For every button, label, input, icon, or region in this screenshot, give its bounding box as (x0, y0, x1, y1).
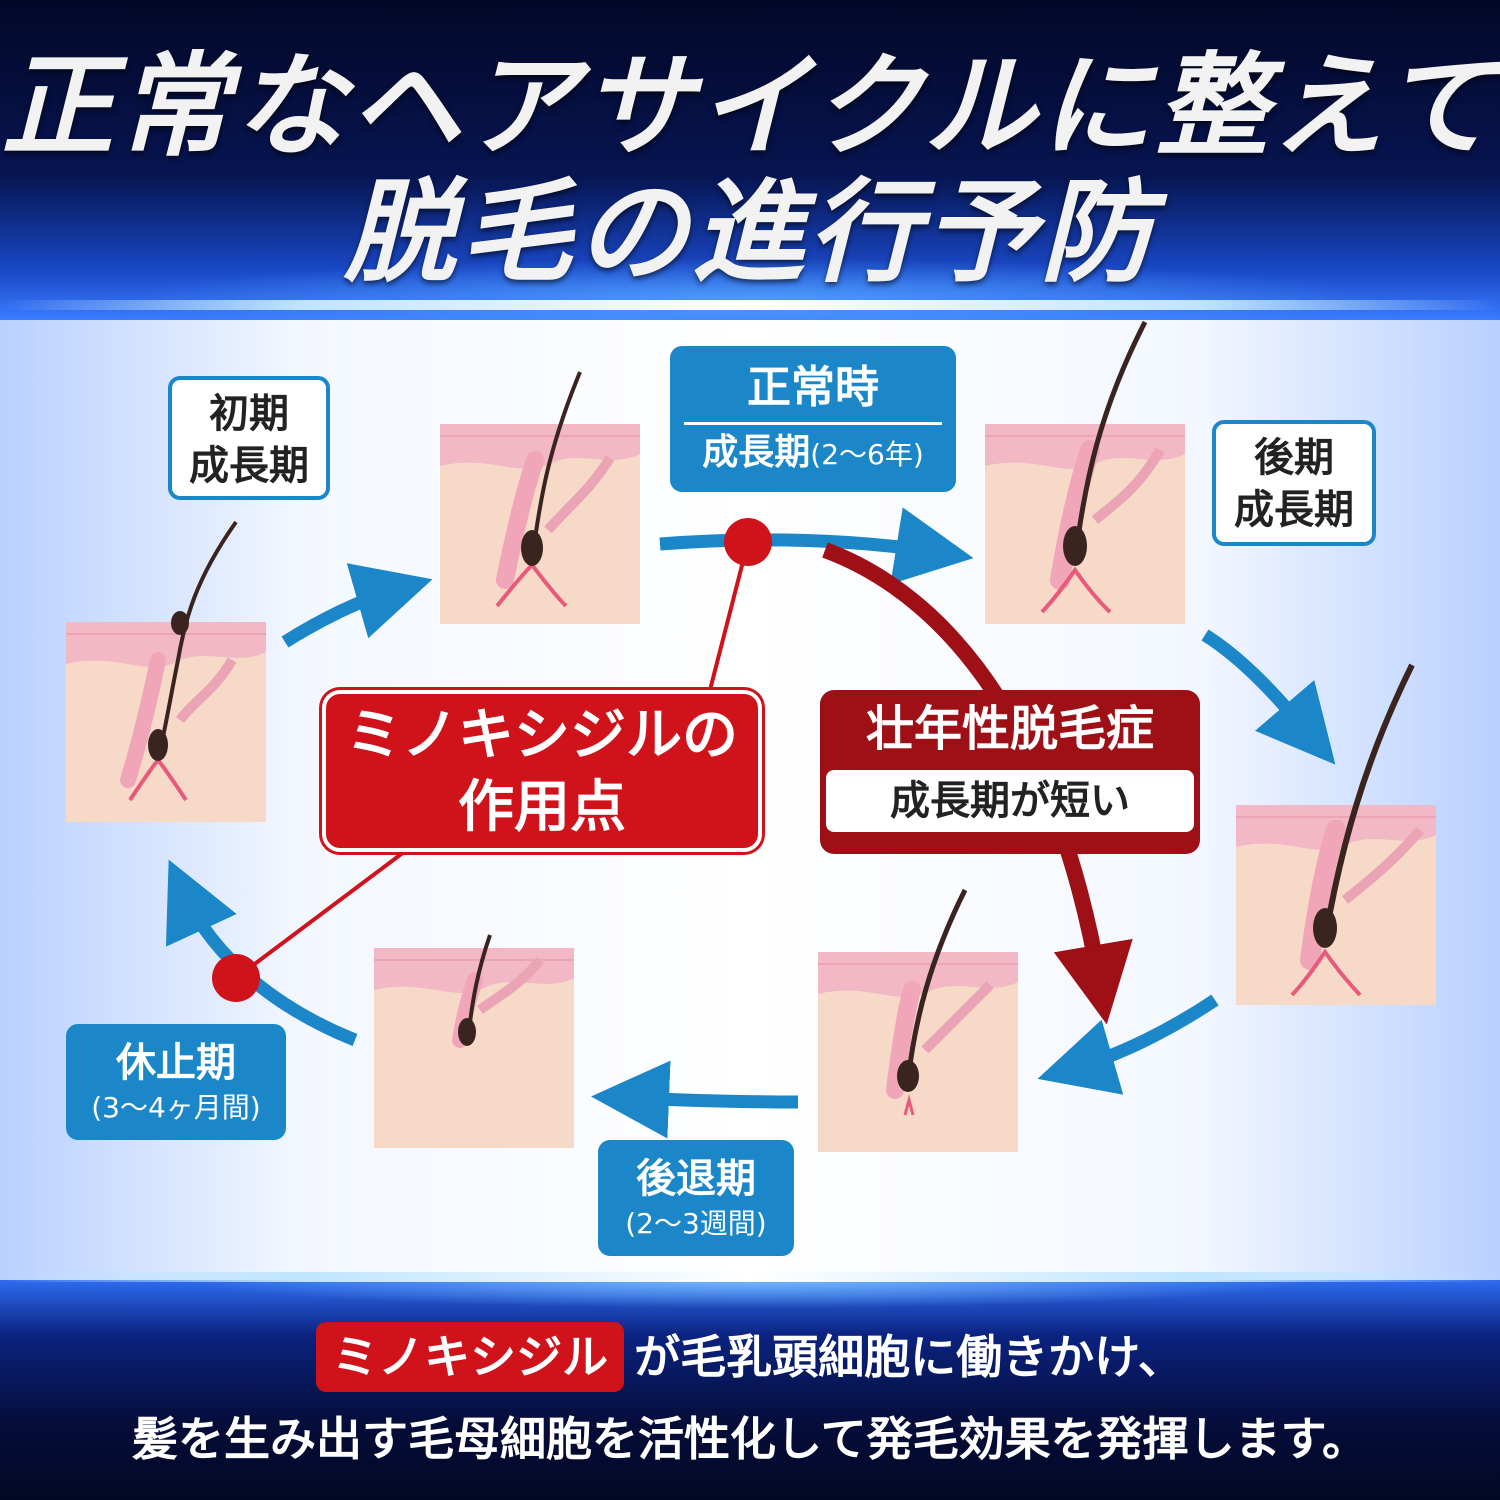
callout-aga-title: 壮年性脱毛症 (865, 701, 1154, 757)
light-flare-top (0, 300, 1500, 310)
follicle-early-growth (65, 520, 267, 823)
label-late-growth-line2: 成長期 (1234, 487, 1354, 533)
headline-line-1: 正常なヘアサイクルに整えて (1, 42, 1499, 172)
bottom-line-1: ミノキシジルが毛乳頭細胞に働きかけ、 (0, 1322, 1500, 1392)
callout-aga: 壮年性脱毛症 成長期が短い (820, 690, 1200, 854)
label-late-growth: 後期 成長期 (1212, 420, 1376, 546)
label-rest-main: 休止期 (116, 1040, 236, 1086)
cycle-arrows (165, 507, 1336, 1139)
callout-aga-sub: 成長期が短い (826, 770, 1194, 832)
callout-minoxidil-line2: 作用点 (458, 775, 626, 840)
label-normal: 正常時 成長期(2〜6年) (670, 346, 956, 492)
label-early-growth-line2: 成長期 (189, 443, 309, 489)
footer-background (0, 1280, 1500, 1500)
label-regression: 後退期 (2〜3週間) (598, 1140, 794, 1256)
minoxidil-badge: ミノキシジル (316, 1322, 625, 1392)
label-regression-main: 後退期 (636, 1156, 756, 1202)
light-flare-bottom (0, 1272, 1500, 1282)
label-early-growth-line1: 初期 (209, 391, 289, 437)
label-normal-sub-note: (2〜6年) (810, 438, 924, 471)
headline-line-2: 脱毛の進行予防 (344, 168, 1156, 298)
follicle-rest (373, 934, 575, 1149)
header-background (0, 0, 1500, 320)
callout-minoxidil-line1: ミノキシジルの (346, 703, 738, 768)
follicle-peak-long (1235, 663, 1437, 1006)
follicle-growth-peak (439, 371, 641, 625)
label-normal-sub-main: 成長期 (702, 432, 811, 473)
label-late-growth-line1: 後期 (1254, 435, 1334, 481)
bottom-line-1-text: が毛乳頭細胞に働きかけ、 (634, 1330, 1184, 1384)
bottom-line-2: 髪を生み出す毛母細胞を活性化して発毛効果を発揮します。 (131, 1412, 1369, 1466)
follicle-regression (817, 888, 1019, 1153)
label-normal-title: 正常時 (684, 360, 942, 425)
follicle-late-growth (984, 320, 1186, 625)
label-regression-note: (2〜3週間) (625, 1207, 767, 1240)
label-rest: 休止期 (3〜4ヶ月間) (66, 1024, 286, 1140)
label-rest-note: (3〜4ヶ月間) (91, 1091, 261, 1124)
label-early-growth: 初期 成長期 (168, 376, 330, 500)
label-normal-sub: 成長期(2〜6年) (684, 425, 942, 483)
callout-minoxidil-point: ミノキシジルの 作用点 (322, 690, 762, 852)
minoxidil-pointers (212, 518, 772, 1002)
